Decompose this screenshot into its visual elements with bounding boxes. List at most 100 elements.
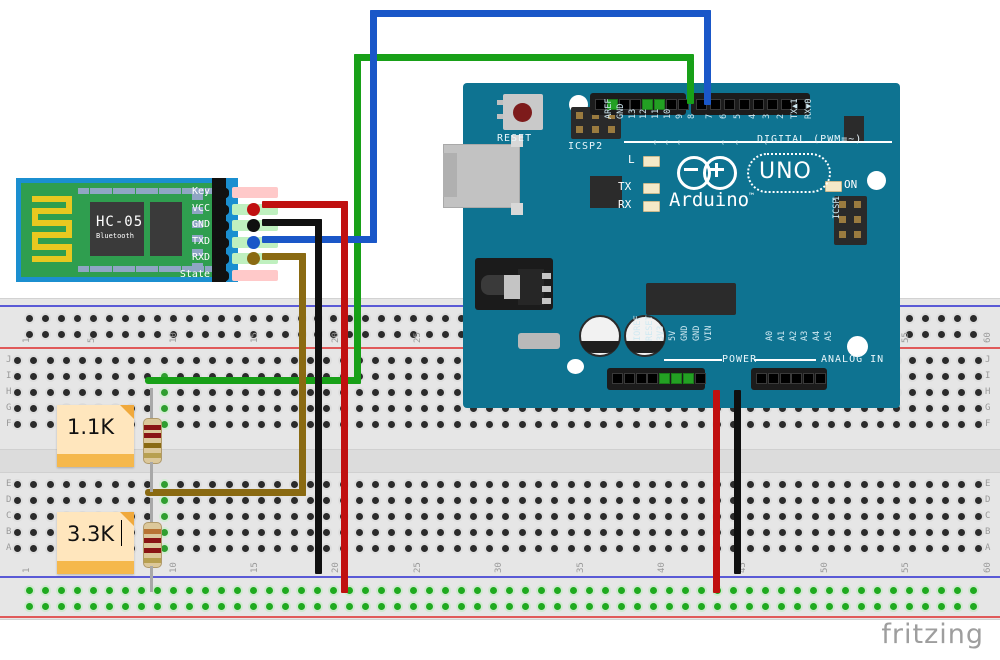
- breadboard-hole[interactable]: [925, 545, 933, 552]
- breadboard-hole[interactable]: [958, 481, 966, 488]
- breadboard-hole[interactable]: [193, 529, 201, 536]
- breadboard-hole[interactable]: [632, 405, 640, 412]
- breadboard-rail-hole[interactable]: [234, 315, 241, 322]
- breadboard-rail-hole[interactable]: [26, 587, 33, 594]
- wire-green-segment-v-left[interactable]: [354, 54, 361, 383]
- breadboard-hole[interactable]: [14, 545, 21, 552]
- breadboard-rail-hole[interactable]: [426, 331, 433, 338]
- breadboard-rail-hole[interactable]: [330, 315, 337, 322]
- breadboard-hole[interactable]: [144, 481, 152, 488]
- breadboard-hole[interactable]: [453, 545, 461, 552]
- breadboard-hole[interactable]: [779, 497, 787, 504]
- digital-pin-GND[interactable]: [606, 99, 618, 110]
- breadboard-hole[interactable]: [274, 529, 282, 536]
- breadboard-rail-hole[interactable]: [682, 587, 689, 594]
- breadboard-hole[interactable]: [974, 357, 982, 364]
- breadboard-hole[interactable]: [290, 513, 298, 520]
- breadboard-hole[interactable]: [193, 497, 201, 504]
- breadboard-hole[interactable]: [925, 373, 933, 380]
- breadboard-hole[interactable]: [616, 421, 624, 428]
- breadboard-hole[interactable]: [958, 357, 966, 364]
- breadboard-rail-hole[interactable]: [874, 603, 881, 610]
- breadboard-hole[interactable]: [941, 421, 949, 428]
- breadboard-hole[interactable]: [779, 545, 787, 552]
- breadboard-hole[interactable]: [404, 529, 412, 536]
- breadboard-rail-hole[interactable]: [58, 331, 65, 338]
- breadboard-rail-hole[interactable]: [170, 331, 177, 338]
- breadboard-hole[interactable]: [518, 497, 526, 504]
- breadboard-hole[interactable]: [111, 497, 119, 504]
- breadboard-hole[interactable]: [290, 405, 298, 412]
- breadboard-hole[interactable]: [583, 497, 591, 504]
- breadboard-hole[interactable]: [681, 405, 689, 412]
- breadboard-hole[interactable]: [14, 497, 21, 504]
- breadboard-rail-hole[interactable]: [282, 587, 289, 594]
- breadboard-hole[interactable]: [258, 513, 266, 520]
- breadboard-hole[interactable]: [30, 529, 38, 536]
- breadboard-hole[interactable]: [62, 373, 70, 380]
- breadboard-hole[interactable]: [372, 481, 380, 488]
- breadboard-rail-hole[interactable]: [922, 603, 929, 610]
- breadboard-hole[interactable]: [241, 529, 249, 536]
- breadboard-hole[interactable]: [404, 357, 412, 364]
- breadboard-hole[interactable]: [469, 421, 477, 428]
- arduino-uno-board[interactable]: RESET ICSP2 ICSP 1: [443, 83, 900, 408]
- breadboard-rail-hole[interactable]: [650, 587, 657, 594]
- breadboard-hole[interactable]: [176, 513, 184, 520]
- breadboard-hole[interactable]: [795, 513, 803, 520]
- breadboard-hole[interactable]: [307, 545, 315, 552]
- breadboard-rail-hole[interactable]: [138, 315, 145, 322]
- breadboard-rail-hole[interactable]: [378, 587, 385, 594]
- breadboard-hole[interactable]: [681, 481, 689, 488]
- breadboard-hole[interactable]: [290, 357, 298, 364]
- breadboard-rail-hole[interactable]: [74, 587, 81, 594]
- breadboard-rail-hole[interactable]: [202, 587, 209, 594]
- breadboard-hole[interactable]: [46, 481, 54, 488]
- breadboard-hole[interactable]: [241, 513, 249, 520]
- wire-blue-segment-v-left[interactable]: [370, 10, 377, 243]
- breadboard-hole[interactable]: [893, 405, 901, 412]
- breadboard-hole[interactable]: [372, 421, 380, 428]
- breadboard-hole[interactable]: [160, 405, 168, 412]
- breadboard-hole[interactable]: [746, 421, 754, 428]
- breadboard-hole[interactable]: [176, 481, 184, 488]
- breadboard-hole[interactable]: [160, 481, 168, 488]
- breadboard-hole[interactable]: [258, 497, 266, 504]
- breadboard-hole[interactable]: [974, 405, 982, 412]
- breadboard-rail-hole[interactable]: [474, 603, 481, 610]
- breadboard-hole[interactable]: [648, 421, 656, 428]
- breadboard-rail-hole[interactable]: [938, 331, 945, 338]
- breadboard-rail-hole[interactable]: [522, 587, 529, 594]
- breadboard-hole[interactable]: [241, 497, 249, 504]
- breadboard-rail-hole[interactable]: [362, 331, 369, 338]
- breadboard-hole[interactable]: [746, 545, 754, 552]
- breadboard-hole[interactable]: [388, 373, 396, 380]
- breadboard-hole[interactable]: [274, 389, 282, 396]
- wire-brown-segment-h-top[interactable]: [262, 253, 306, 260]
- breadboard-rail-hole[interactable]: [266, 315, 273, 322]
- breadboard-hole[interactable]: [453, 389, 461, 396]
- breadboard-rail-hole[interactable]: [362, 587, 369, 594]
- dupont-connector-key[interactable]: [232, 187, 278, 198]
- breadboard-hole[interactable]: [274, 497, 282, 504]
- breadboard-rail-hole[interactable]: [154, 331, 161, 338]
- breadboard-rail-hole[interactable]: [122, 331, 129, 338]
- breadboard-hole[interactable]: [941, 481, 949, 488]
- breadboard-hole[interactable]: [323, 529, 331, 536]
- breadboard-hole[interactable]: [469, 545, 477, 552]
- breadboard-hole[interactable]: [974, 389, 982, 396]
- breadboard-hole[interactable]: [632, 481, 640, 488]
- breadboard-hole[interactable]: [144, 373, 152, 380]
- breadboard-hole[interactable]: [925, 481, 933, 488]
- breadboard-rail-hole[interactable]: [922, 331, 929, 338]
- breadboard-rail-hole[interactable]: [346, 603, 353, 610]
- breadboard-rail-hole[interactable]: [922, 315, 929, 322]
- breadboard-hole[interactable]: [193, 545, 201, 552]
- breadboard-hole[interactable]: [648, 405, 656, 412]
- breadboard-hole[interactable]: [860, 481, 868, 488]
- analog-pin-A4[interactable]: [803, 373, 815, 384]
- breadboard-hole[interactable]: [600, 497, 608, 504]
- breadboard-hole[interactable]: [828, 513, 835, 520]
- breadboard-rail-hole[interactable]: [58, 315, 65, 322]
- breadboard-hole[interactable]: [323, 357, 331, 364]
